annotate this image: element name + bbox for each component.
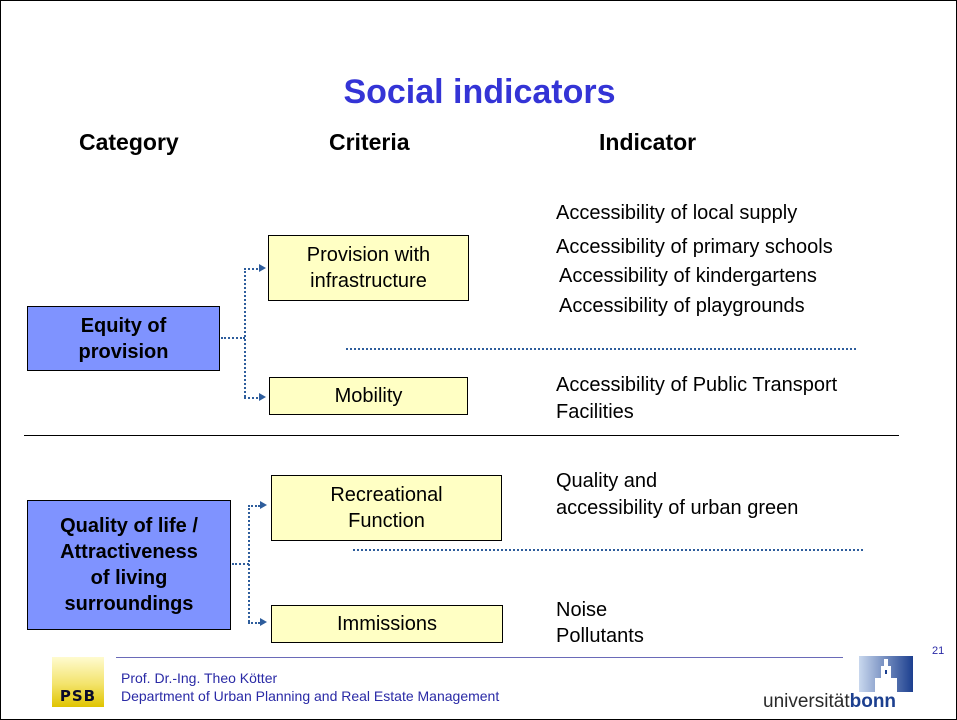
indicator-item: Pollutants [556, 625, 644, 647]
criteria-label-line: Function [348, 510, 425, 532]
university-bonn-logo [859, 656, 913, 692]
category-label-line: Attractiveness [60, 541, 198, 563]
connector-line [221, 337, 245, 339]
connector-line [244, 268, 246, 397]
criteria-label-line: Mobility [334, 385, 403, 407]
category-label-line: Quality of life / [60, 515, 198, 537]
indicator-item: Accessibility of kindergartens [559, 265, 817, 287]
indicator-item: Accessibility of local supply [556, 202, 798, 224]
connector-arrow-icon [260, 618, 267, 626]
connector-line [248, 622, 260, 624]
category-label-line: provision [78, 340, 169, 363]
separator-dotted [346, 348, 856, 350]
connector-line [248, 505, 260, 507]
section-divider [24, 435, 899, 436]
connector-line [248, 505, 250, 622]
psb-logo-text: PSB [59, 687, 97, 705]
criteria-immissions: Immissions [271, 605, 503, 643]
footer-department: Department of Urban Planning and Real Es… [121, 688, 500, 704]
university-wordmark: universitätbonn [763, 691, 896, 713]
criteria-recreational-function: Recreational Function [271, 475, 502, 541]
connector-line [244, 397, 258, 399]
criteria-label-line: infrastructure [310, 270, 427, 292]
footer-rule [116, 657, 843, 658]
category-label-line: of living [90, 567, 168, 589]
slide-title: Social indicators [343, 73, 616, 111]
page-number: 21 [932, 645, 945, 657]
header-indicator: Indicator [599, 129, 697, 155]
category-label-line: Equity of [80, 314, 167, 337]
connector-line [244, 268, 258, 270]
category-equity-of-provision: Equity of provision [27, 306, 220, 371]
indicator-item: Noise [556, 599, 608, 621]
criteria-label-line: Provision with [306, 244, 431, 266]
indicator-item: Accessibility of primary schools [556, 236, 833, 258]
indicator-item: Accessibility of Public Transport [556, 374, 838, 396]
university-prefix: universität [763, 691, 850, 712]
indicator-item: Accessibility of playgrounds [559, 295, 805, 317]
psb-logo: PSB [52, 657, 104, 707]
university-building-icon [859, 656, 913, 692]
criteria-label-line: Recreational [330, 484, 443, 506]
criteria-provision-with-infrastructure: Provision with infrastructure [268, 235, 469, 301]
indicator-item: Quality and [556, 470, 658, 492]
category-label-line: surroundings [64, 593, 194, 615]
criteria-label-line: Immissions [336, 613, 437, 635]
separator-dotted [353, 549, 863, 551]
connector-line [232, 563, 249, 565]
footer-author: Prof. Dr.-Ing. Theo Kötter [121, 670, 278, 686]
indicator-item: accessibility of urban green [556, 497, 799, 519]
connector-arrow-icon [259, 393, 266, 401]
category-quality-of-life: Quality of life / Attractiveness of livi… [27, 500, 231, 630]
header-category: Category [79, 129, 179, 155]
header-criteria: Criteria [329, 129, 410, 155]
connector-arrow-icon [259, 264, 266, 272]
university-name: bonn [849, 691, 897, 712]
criteria-mobility: Mobility [269, 377, 468, 415]
indicator-item: Facilities [556, 401, 634, 423]
connector-arrow-icon [260, 501, 267, 509]
